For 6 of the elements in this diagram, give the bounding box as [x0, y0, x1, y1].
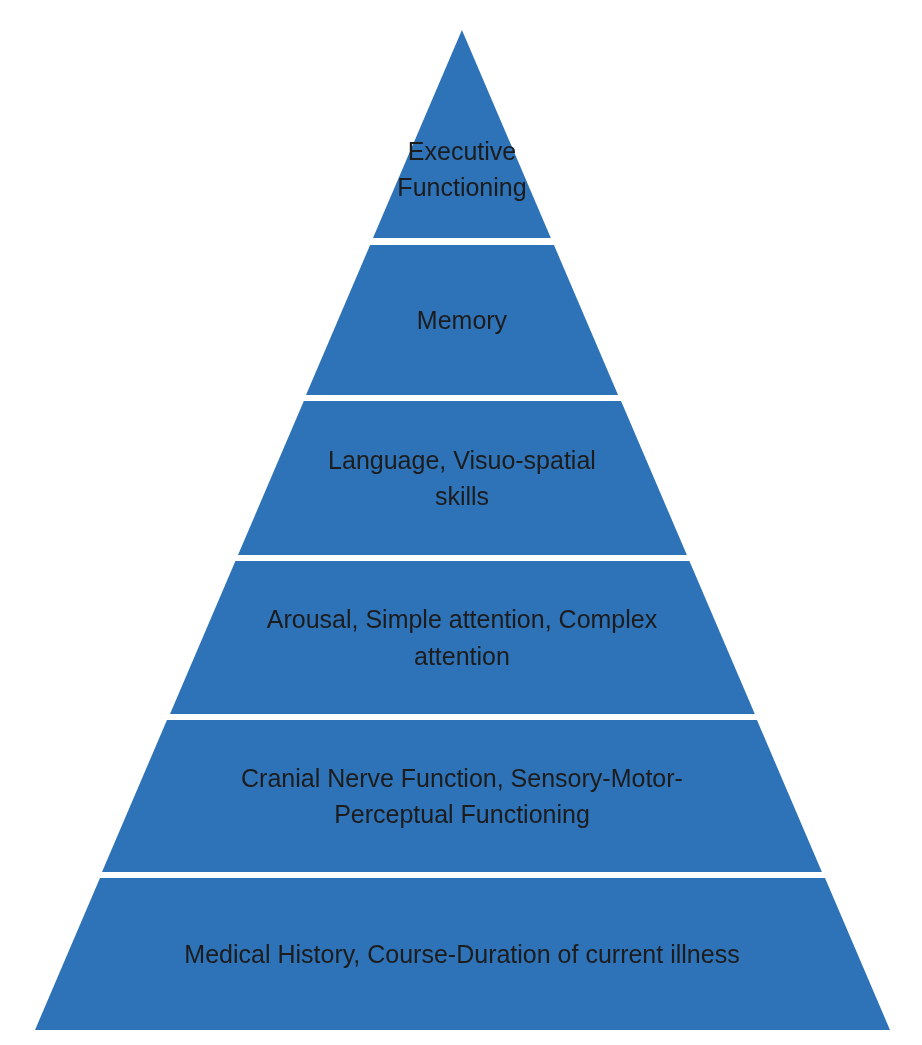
level-label: Language, Visuo-spatial skills — [327, 444, 597, 512]
level-label: Cranial Nerve Function, Sensory-Motor-Perceptual Functioning — [240, 762, 684, 830]
level-label: Arousal, Simple attention, Complex attention — [265, 604, 659, 672]
level-label: Executive Functioning — [396, 135, 528, 203]
level-label: Memory — [416, 304, 508, 336]
level-label: Medical History, Course-Duration of current illness — [184, 938, 740, 970]
